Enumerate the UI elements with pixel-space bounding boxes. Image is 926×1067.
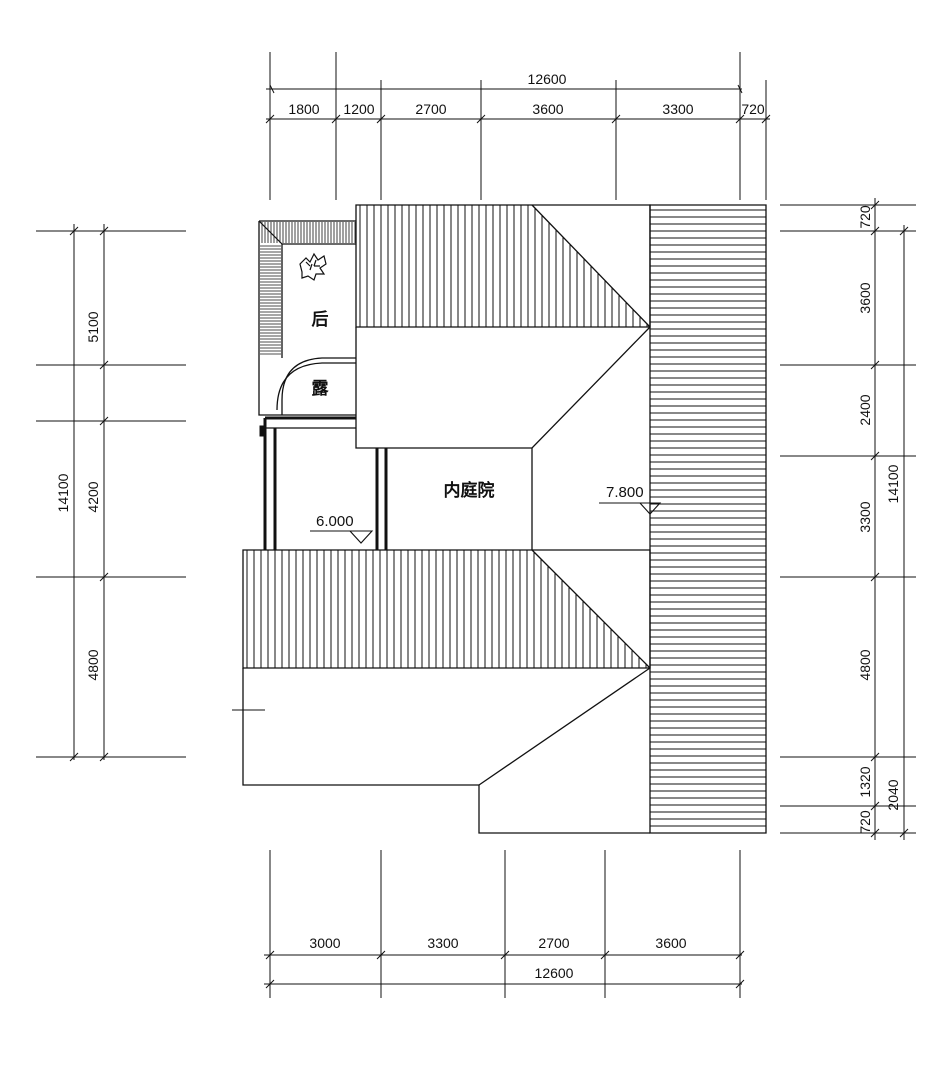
elevation-marker-right [599,503,660,514]
dim-right-tick [871,802,879,810]
dim-left-tick [100,753,108,761]
roof-top-left [356,205,650,327]
dim-top-tick [762,115,770,123]
dim-bottom-tick [501,951,509,959]
dim-bottom-total-tick [736,980,744,988]
dim-right-total: 14100 [885,464,901,503]
dim-left-3: 4800 [85,649,101,680]
dim-top-total-tick [270,85,274,93]
dim-left-2: 4200 [85,481,101,512]
hip-line-top [532,205,650,327]
terrace-curve [282,358,356,415]
dim-left-1: 5100 [85,311,101,342]
hip-line-bottom [532,550,650,668]
roof-hatching [247,205,766,826]
lower-ridge [479,668,650,785]
wall-stub [260,426,265,436]
dim-top-tick [477,115,485,123]
dim-top-5: 3300 [662,101,693,117]
dim-right-tick [871,829,879,837]
dim-top-tick [612,115,620,123]
lower-flat-roof [242,668,650,834]
terrace-parapet-inner [282,244,356,358]
dim-right-6: 1320 [857,766,873,797]
elevation-right: 7.800 [606,484,644,501]
dim-right-tick [871,452,879,460]
dim-top-3: 2700 [415,101,446,117]
elevation-marker-left [310,531,372,543]
dim-top-tick [736,115,744,123]
dim-top-2: 1200 [343,101,374,117]
dim-right-3: 2400 [857,394,873,425]
roof-bottom-left [243,550,650,668]
dim-right-5: 4800 [857,649,873,680]
dim-right-tick [871,227,879,235]
dim-top-6: 720 [741,101,765,117]
label-back-2: 露 [312,379,330,399]
dim-top-tick [377,115,385,123]
dim-bottom-total: 12600 [535,965,574,981]
dim-bottom-tick [266,951,274,959]
dim-left-total-tick [70,753,78,761]
dim-bottom-tick [601,951,609,959]
dim-left-total: 14100 [55,473,71,512]
dim-bottom-1: 3000 [309,935,340,951]
dim-bottom-3: 2700 [538,935,569,951]
dim-bottom-tick [736,951,744,959]
dim-right-tick [871,753,879,761]
terrace-curve-outer [277,363,356,410]
dim-right-total-tick [900,829,908,837]
terrace-parapet-outer [259,221,356,415]
dim-top-total-tick [738,85,742,93]
dim-left-tick [100,573,108,581]
dim-right-4: 3300 [857,501,873,532]
dim-bottom-2: 3300 [427,935,458,951]
dim-top-1: 1800 [288,101,319,117]
dim-right-total-tick [900,227,908,235]
elevation-left: 6.000 [316,513,354,530]
dim-top-total: 12600 [528,71,567,87]
terrace-walls [260,418,386,550]
parapet-corner [259,221,282,244]
dim-left-tick [100,417,108,425]
dimension-lines [36,52,916,998]
dim-top-tick [266,115,274,123]
dim-left-tick [100,361,108,369]
terrace-parapet-hatch [259,221,355,354]
dim-left-total-tick [70,227,78,235]
plant-symbol-icon [300,254,326,280]
dim-top-tick [332,115,340,123]
dim-left-tick [100,227,108,235]
dim-bottom-tick [377,951,385,959]
roof-outline [242,205,766,834]
dim-right-2: 3600 [857,282,873,313]
dim-right-sub: 2040 [885,779,901,810]
label-back-1: 后 [312,310,329,330]
dim-bottom-total-tick [266,980,274,988]
upper-flat-roof [355,326,651,449]
label-courtyard: 内庭院 [444,480,495,501]
dim-top-4: 3600 [532,101,563,117]
dim-right-tick [871,573,879,581]
dim-right-7: 720 [857,810,873,834]
dim-bottom-4: 3600 [655,935,686,951]
dim-right-1: 720 [857,205,873,229]
roof-right-long [650,205,766,833]
dim-right-tick [871,361,879,369]
dim-right-tick [871,201,879,209]
